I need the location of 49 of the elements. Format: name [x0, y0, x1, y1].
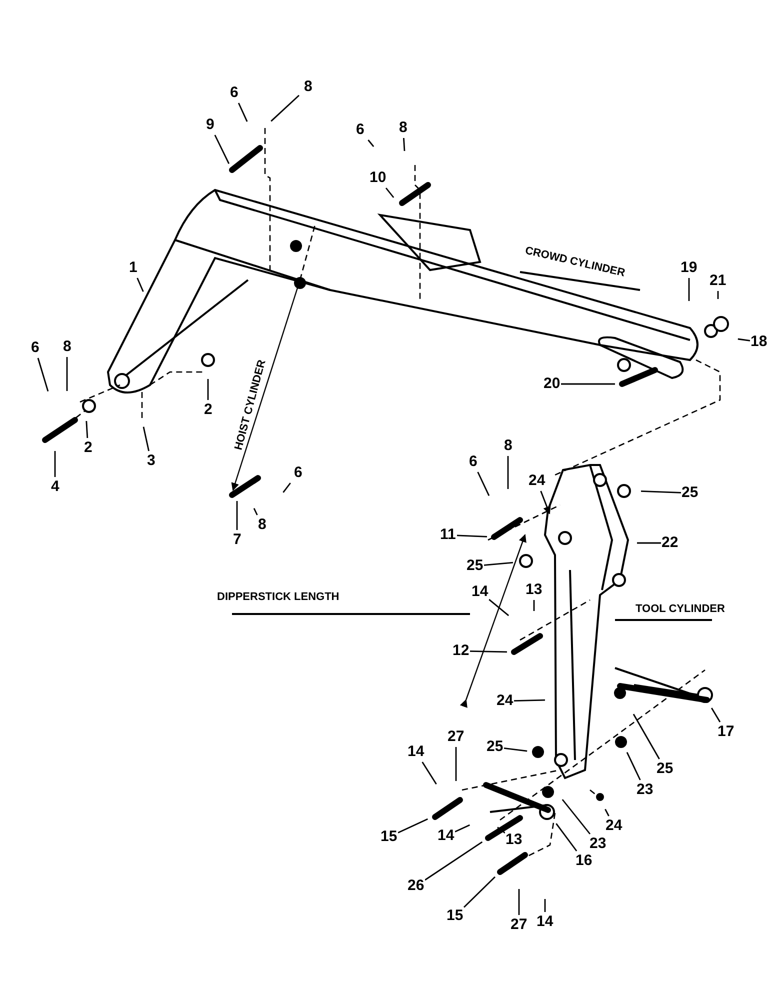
leader-line — [507, 456, 509, 489]
leader-line — [488, 598, 510, 616]
leader-line — [403, 138, 406, 152]
leader-line — [562, 799, 591, 834]
leader-line — [717, 291, 719, 299]
leader-line — [518, 889, 520, 915]
leader-line — [455, 747, 457, 781]
leader-line — [282, 482, 291, 493]
leader-line — [711, 708, 721, 722]
leader-line — [37, 358, 49, 392]
leader-line — [632, 714, 660, 760]
leader-line — [637, 542, 661, 544]
leader-line — [368, 140, 374, 148]
leader-line — [688, 278, 690, 301]
leader-line — [142, 426, 150, 452]
leader-line — [504, 748, 528, 752]
leader-line — [626, 752, 641, 780]
leader-line — [497, 826, 506, 834]
leader-line — [464, 876, 496, 908]
leader-line — [238, 102, 248, 122]
leader-line — [456, 534, 488, 538]
leader-line — [270, 94, 300, 122]
leader-line — [66, 357, 68, 391]
leader-line — [738, 338, 750, 342]
leader-line — [236, 501, 238, 530]
leader-line — [533, 600, 535, 611]
leader-line — [484, 562, 514, 566]
leader-line — [454, 824, 470, 832]
leader-line — [214, 134, 230, 164]
leader-line — [540, 490, 551, 514]
callout-number: 14 — [470, 584, 490, 600]
leader-line — [604, 808, 610, 816]
leader-line — [544, 899, 546, 912]
leader-line — [86, 420, 88, 438]
leader-line — [54, 451, 56, 477]
leader-line — [253, 508, 258, 516]
leader-line — [207, 379, 209, 400]
leader-line — [398, 818, 428, 834]
part-label: DIPPERSTICK LENGTH — [215, 591, 342, 603]
leader-line — [136, 278, 144, 292]
part-label: TOOL CYLINDER — [634, 603, 727, 615]
leader-line — [561, 383, 615, 385]
leader-line — [477, 472, 490, 496]
leader-line — [556, 823, 578, 852]
leader-line — [424, 841, 483, 881]
leader-line — [422, 762, 437, 784]
leader-line — [640, 490, 682, 494]
leader-line — [514, 699, 546, 702]
leader-line — [385, 188, 394, 198]
